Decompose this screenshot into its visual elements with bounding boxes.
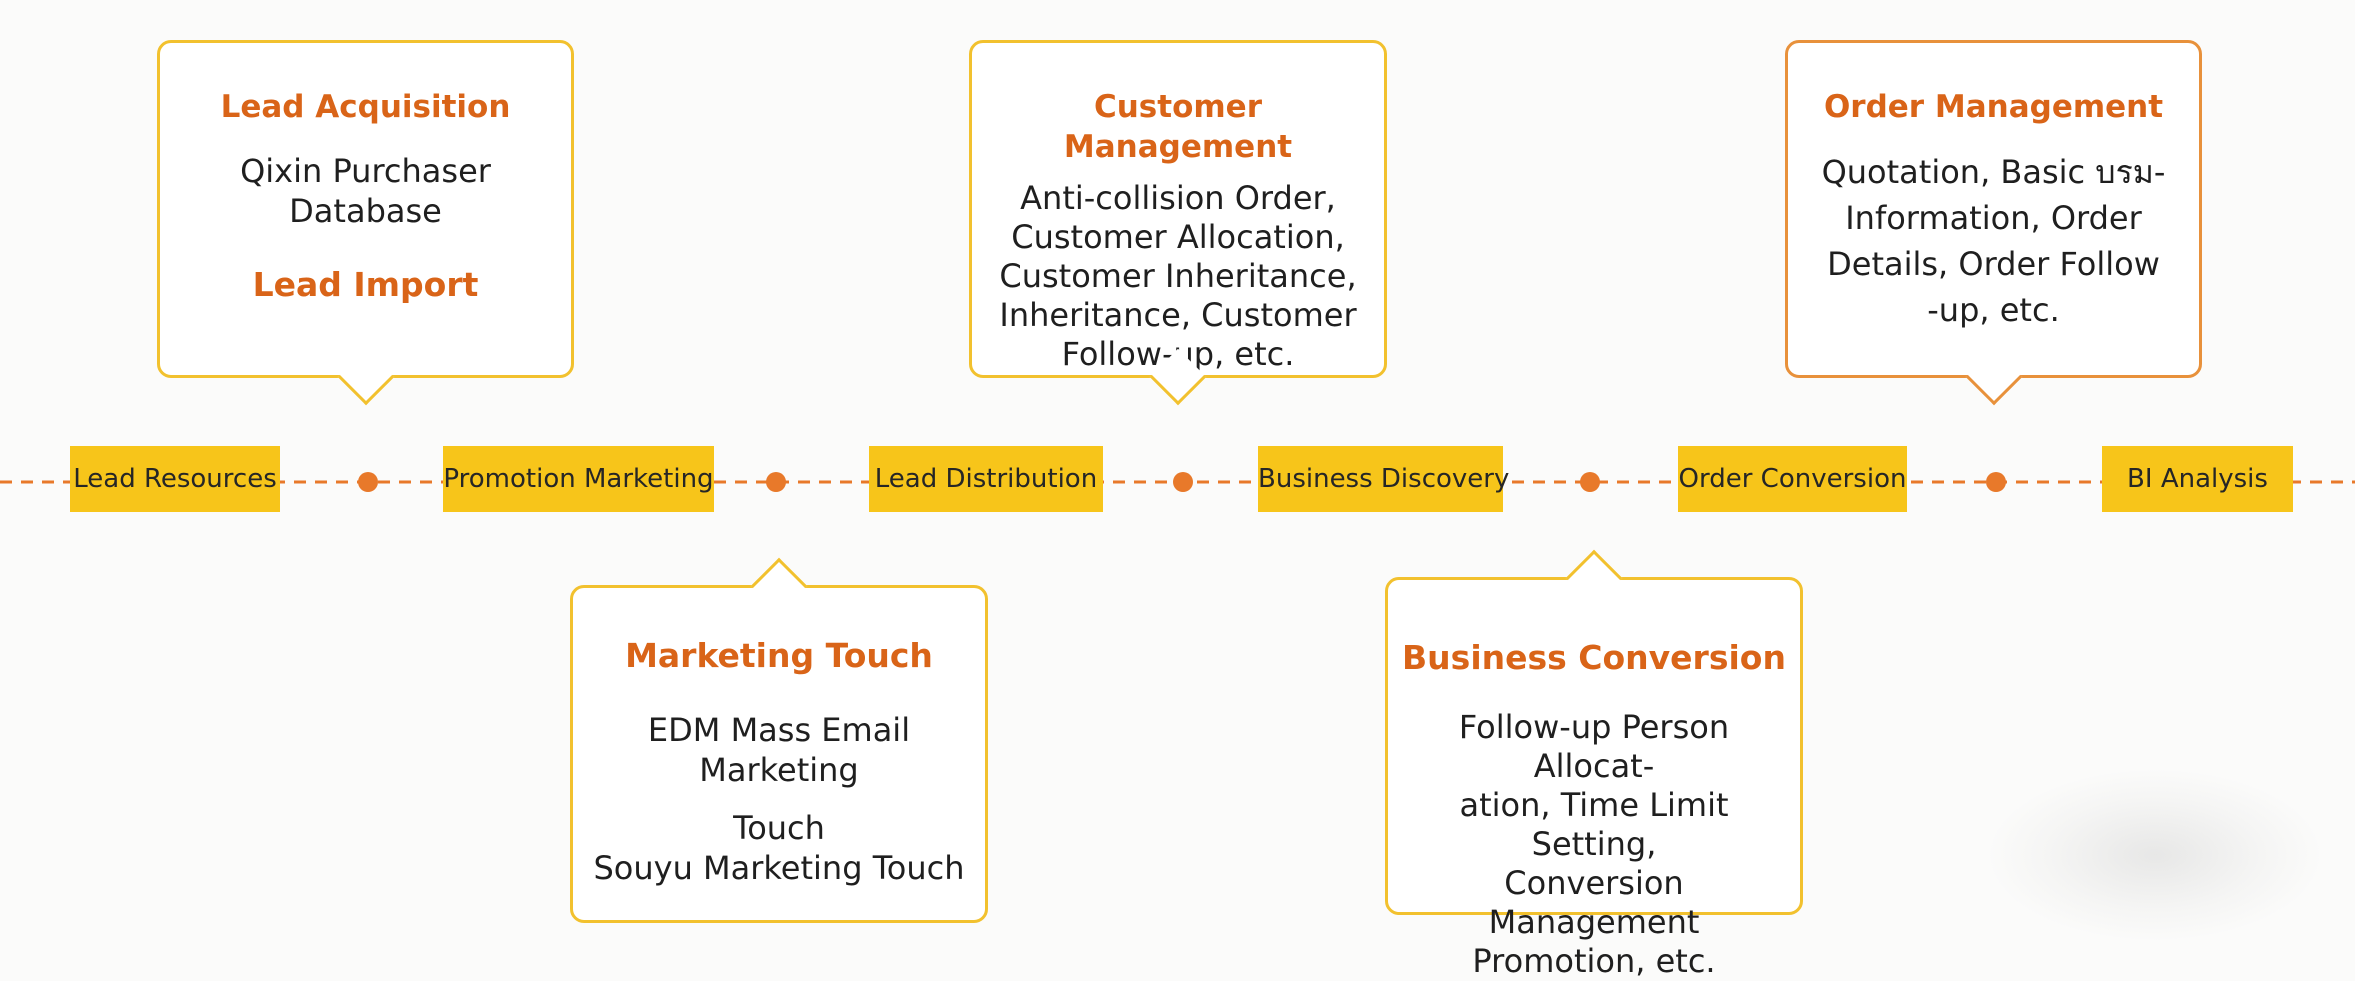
callout-line: Database — [289, 192, 442, 230]
callout-line: Qixin Purchaser — [240, 152, 491, 190]
callout-line: Details, Order Follow — [1827, 245, 2160, 283]
stage-lead-resources: Lead Resources — [70, 446, 280, 512]
callout-line: EDM Mass Email Marketing — [647, 711, 911, 789]
callout-line: Conversion Management — [1488, 864, 1700, 941]
timeline-dot — [358, 472, 378, 492]
callout-title-secondary: Lead Import — [252, 265, 479, 304]
background-smudge — [1990, 770, 2320, 940]
callout-business-conversion: Business Conversion Follow-up Person All… — [1385, 549, 1803, 980]
callout-line: Information, Order — [1845, 199, 2142, 237]
callout-line: Follow-up Person Allocat- — [1458, 708, 1730, 785]
callout-line: Promotion, etc. — [1472, 942, 1716, 980]
callout-order-management: Order Management Quotation, Basic บรม- I… — [1785, 40, 2202, 406]
callout-line: Quotation, Basic บรม- — [1821, 153, 2166, 191]
stage-promotion-marketing: Promotion Marketing — [443, 446, 714, 512]
stage-bi-analysis: BI Analysis — [2102, 446, 2293, 512]
callout-body: Anti-collision Order, Customer Allocatio… — [984, 179, 1372, 374]
callout-title: Marketing Touch — [625, 636, 933, 675]
callout-line: Touch — [733, 809, 825, 847]
timeline-dot — [1173, 472, 1193, 492]
callout-title: Order Management — [1823, 89, 2164, 125]
callout-line: Inheritance, Customer — [999, 296, 1357, 334]
callout-body: EDM Mass Email Marketing Touch Souyu Mar… — [585, 710, 973, 888]
callout-marketing-touch: Marketing Touch EDM Mass Email Marketing… — [570, 557, 988, 923]
callout-line: Customer Allocation, — [1011, 218, 1345, 256]
callout-body: Follow-up Person Allocat- ation, Time Li… — [1400, 708, 1788, 981]
timeline-dot — [766, 472, 786, 492]
callout-title: Lead Acquisition — [220, 89, 511, 125]
callout-line: Customer Inheritance, — [999, 257, 1357, 295]
stage-order-conversion: Order Conversion — [1678, 446, 1907, 512]
callout-title: Business Conversion — [1402, 638, 1786, 677]
callout-body: Quotation, Basic บรม- Information, Order… — [1800, 149, 2187, 333]
callout-line: -up, etc. — [1927, 291, 2060, 329]
callout-title: Customer Management — [1063, 89, 1293, 165]
callout-body: Qixin Purchaser Database — [172, 151, 559, 231]
callout-customer-management: Customer Management Anti-collision Order… — [969, 40, 1387, 406]
callout-line: ation, Time Limit Setting, — [1459, 786, 1729, 863]
timeline-canvas — [0, 472, 2355, 492]
callout-line: Anti-collision Order, — [1020, 179, 1336, 217]
stage-business-discovery: Business Discovery — [1258, 446, 1509, 512]
stage-lead-distribution: Lead Distribution — [869, 446, 1103, 512]
callout-lead-acquisition: Lead Acquisition Qixin Purchaser Databas… — [157, 40, 574, 406]
timeline-dot — [1986, 472, 2006, 492]
timeline-dot — [1580, 472, 1600, 492]
callout-line: Souyu Marketing Touch — [593, 849, 965, 887]
